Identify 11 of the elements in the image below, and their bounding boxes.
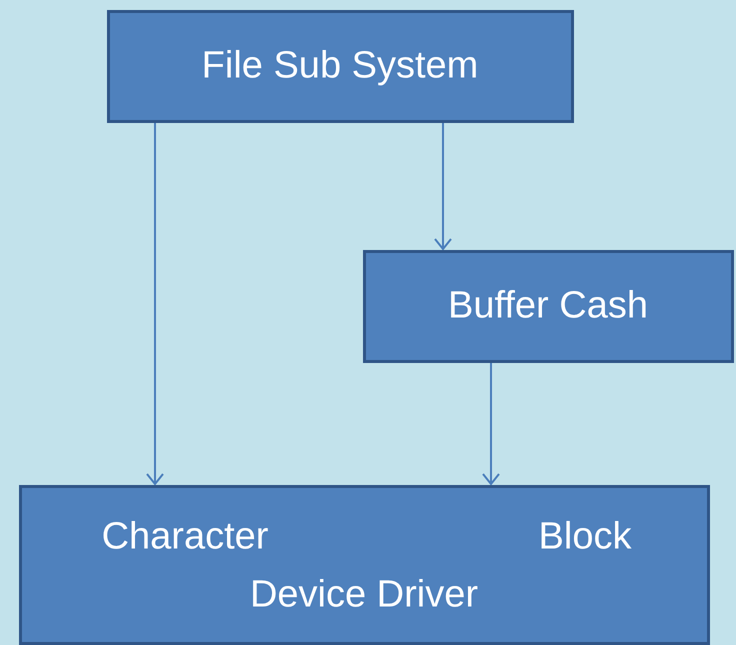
box-label: File Sub System [202,44,478,88]
process-box [19,485,710,645]
box-label: Device Driver [250,574,478,616]
process-box [363,250,734,363]
box-label: Block [538,516,632,558]
arrow [482,363,500,485]
arrow [146,123,164,485]
process-box [107,10,574,123]
box-label: Buffer Cash [448,284,648,328]
arrow [434,123,452,250]
box-label: Character [102,516,268,558]
